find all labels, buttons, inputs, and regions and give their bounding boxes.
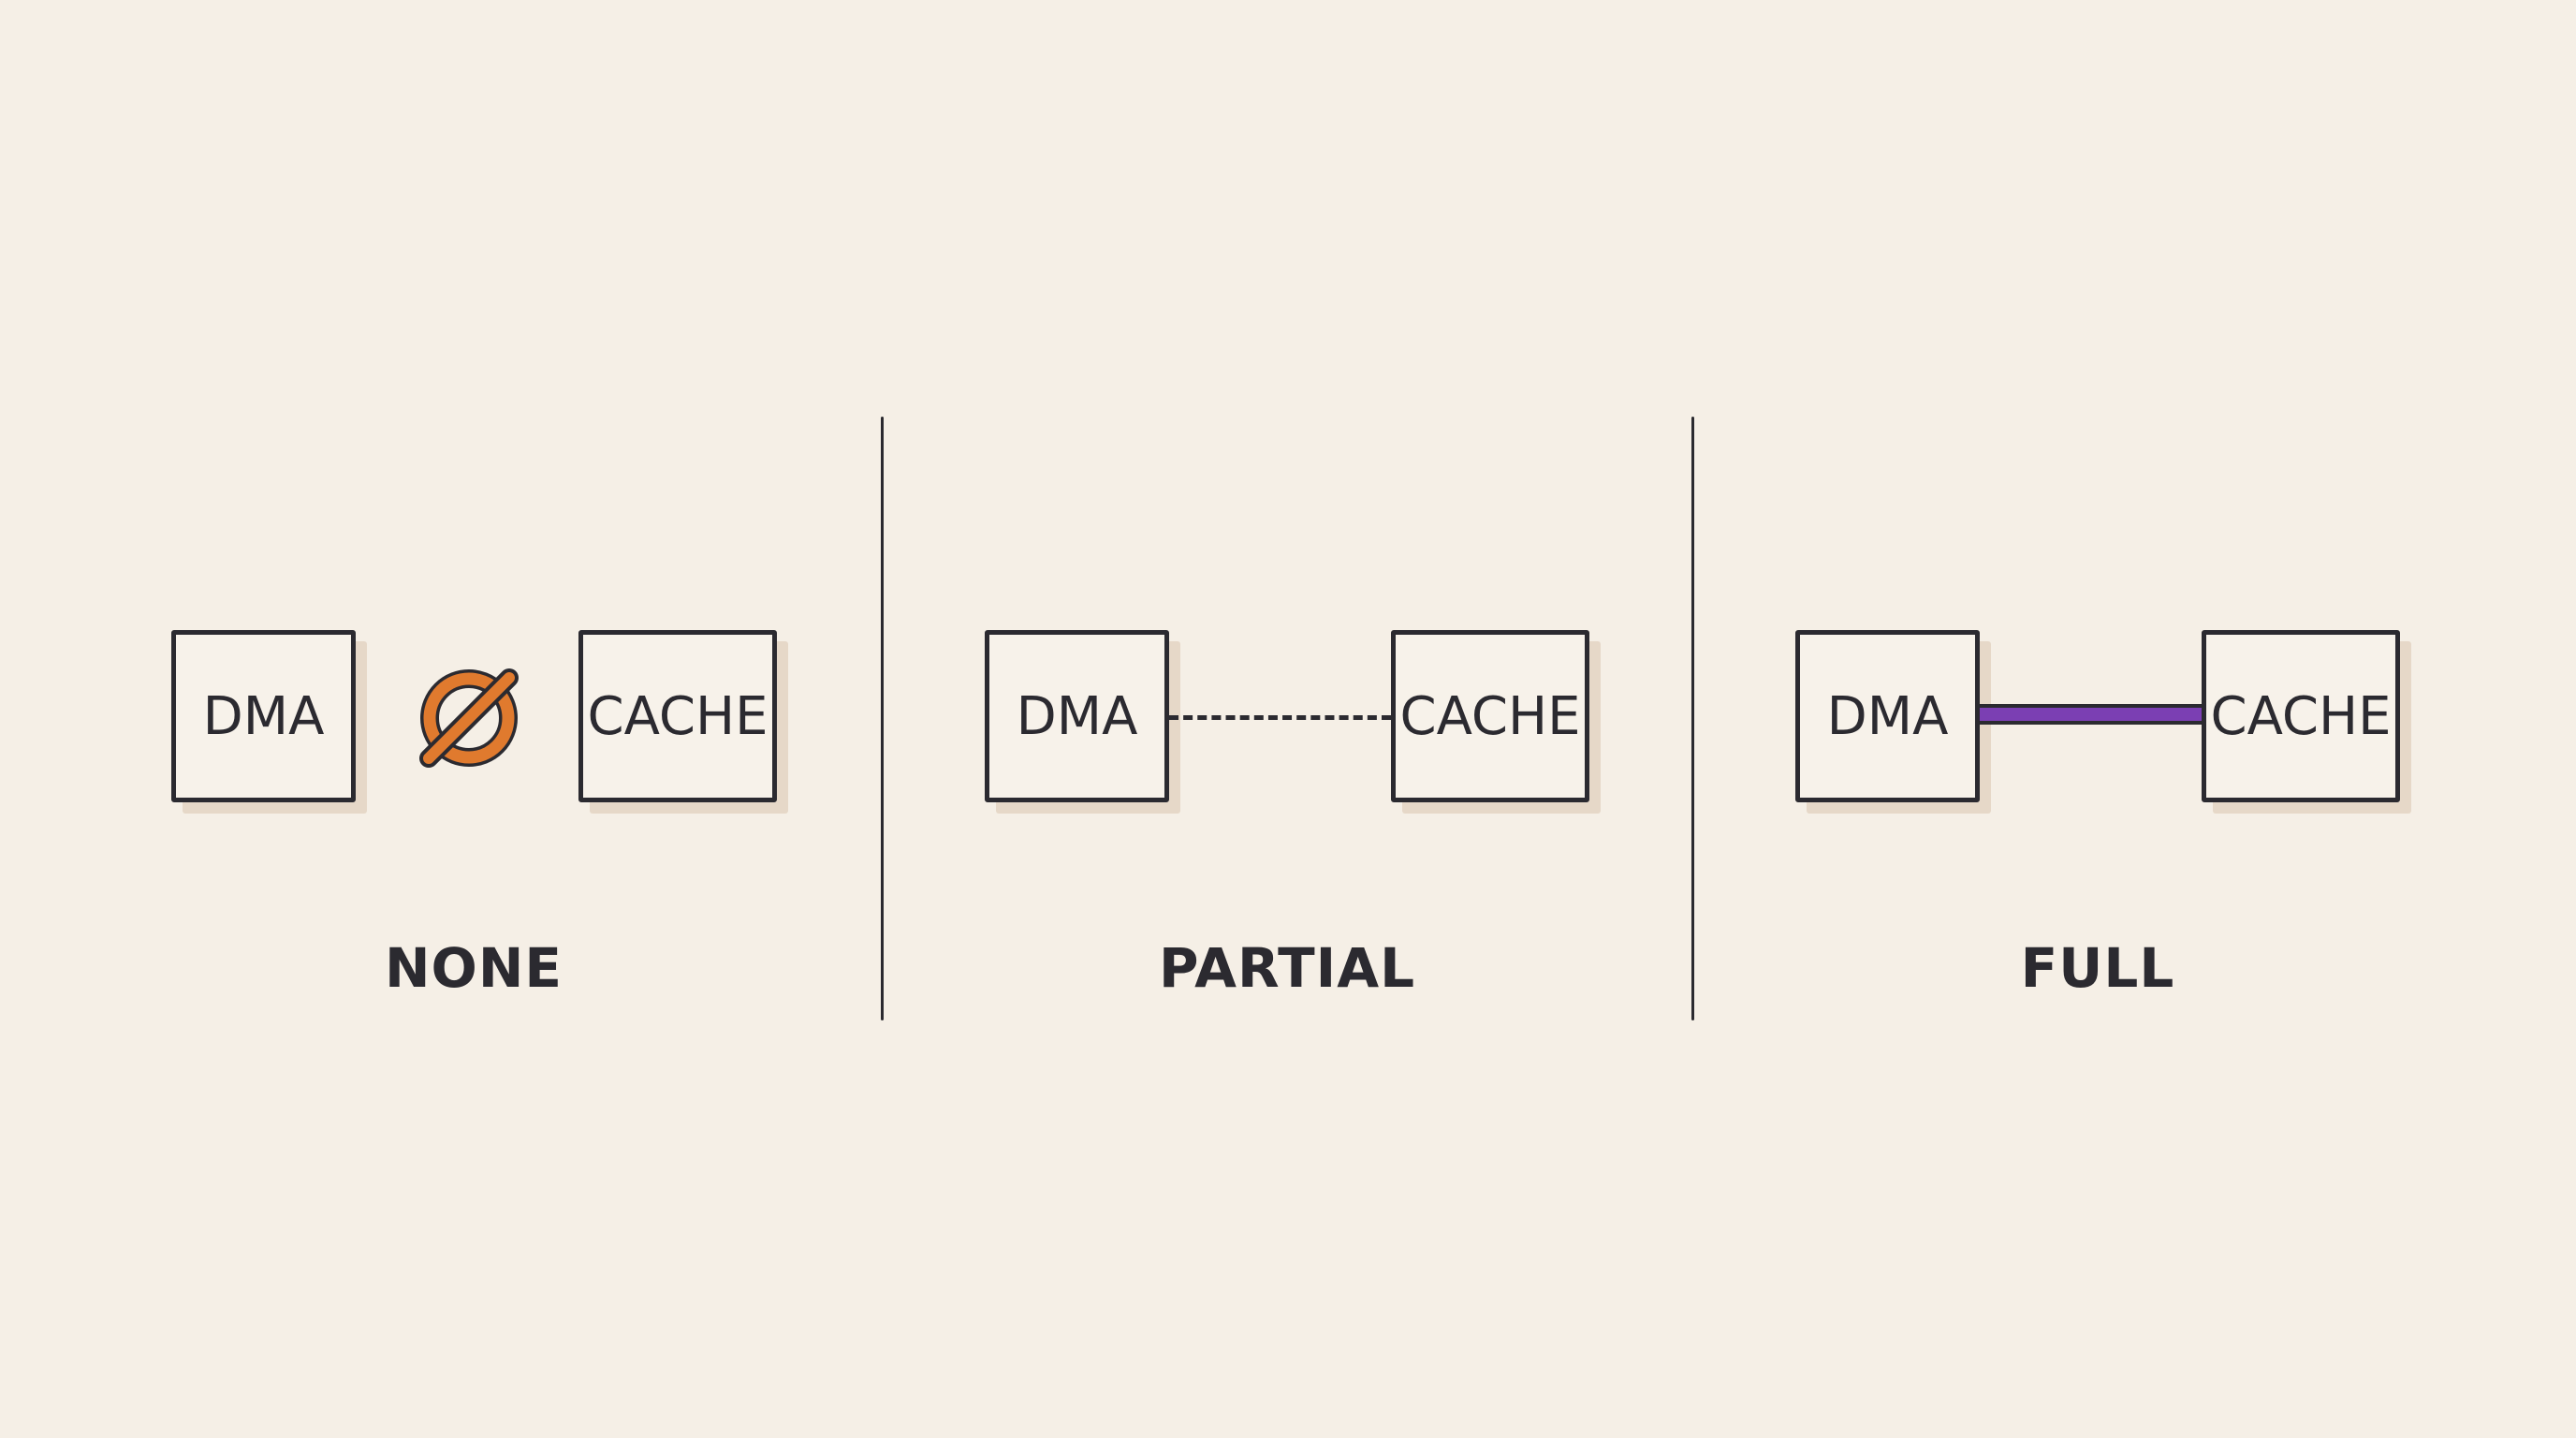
dma-box-label: DMA (1016, 685, 1138, 747)
dma-box-label: DMA (1826, 685, 1949, 747)
dma-box: DMA (1795, 630, 1980, 802)
dma-box: DMA (171, 630, 356, 802)
cache-box-label: CACHE (2210, 685, 2392, 747)
cache-box-label: CACHE (1399, 685, 1581, 747)
dma-box: DMA (985, 630, 1169, 802)
cache-box: CACHE (578, 630, 777, 802)
cache-box: CACHE (1391, 630, 1589, 802)
section-divider (881, 417, 884, 1020)
cache-box: CACHE (2202, 630, 2400, 802)
partial-dashed-connection (1169, 715, 1391, 720)
coherence-label-partial: PARTIAL (1158, 936, 1416, 1000)
empty-set-icon (419, 668, 519, 768)
coherence-label-full: FULL (2020, 936, 2175, 1000)
full-solid-connection (1980, 704, 2202, 725)
cache-box-label: CACHE (587, 685, 768, 747)
section-divider (1691, 417, 1694, 1020)
dma-box-label: DMA (202, 685, 325, 747)
coherence-label-none: NONE (384, 936, 563, 1000)
